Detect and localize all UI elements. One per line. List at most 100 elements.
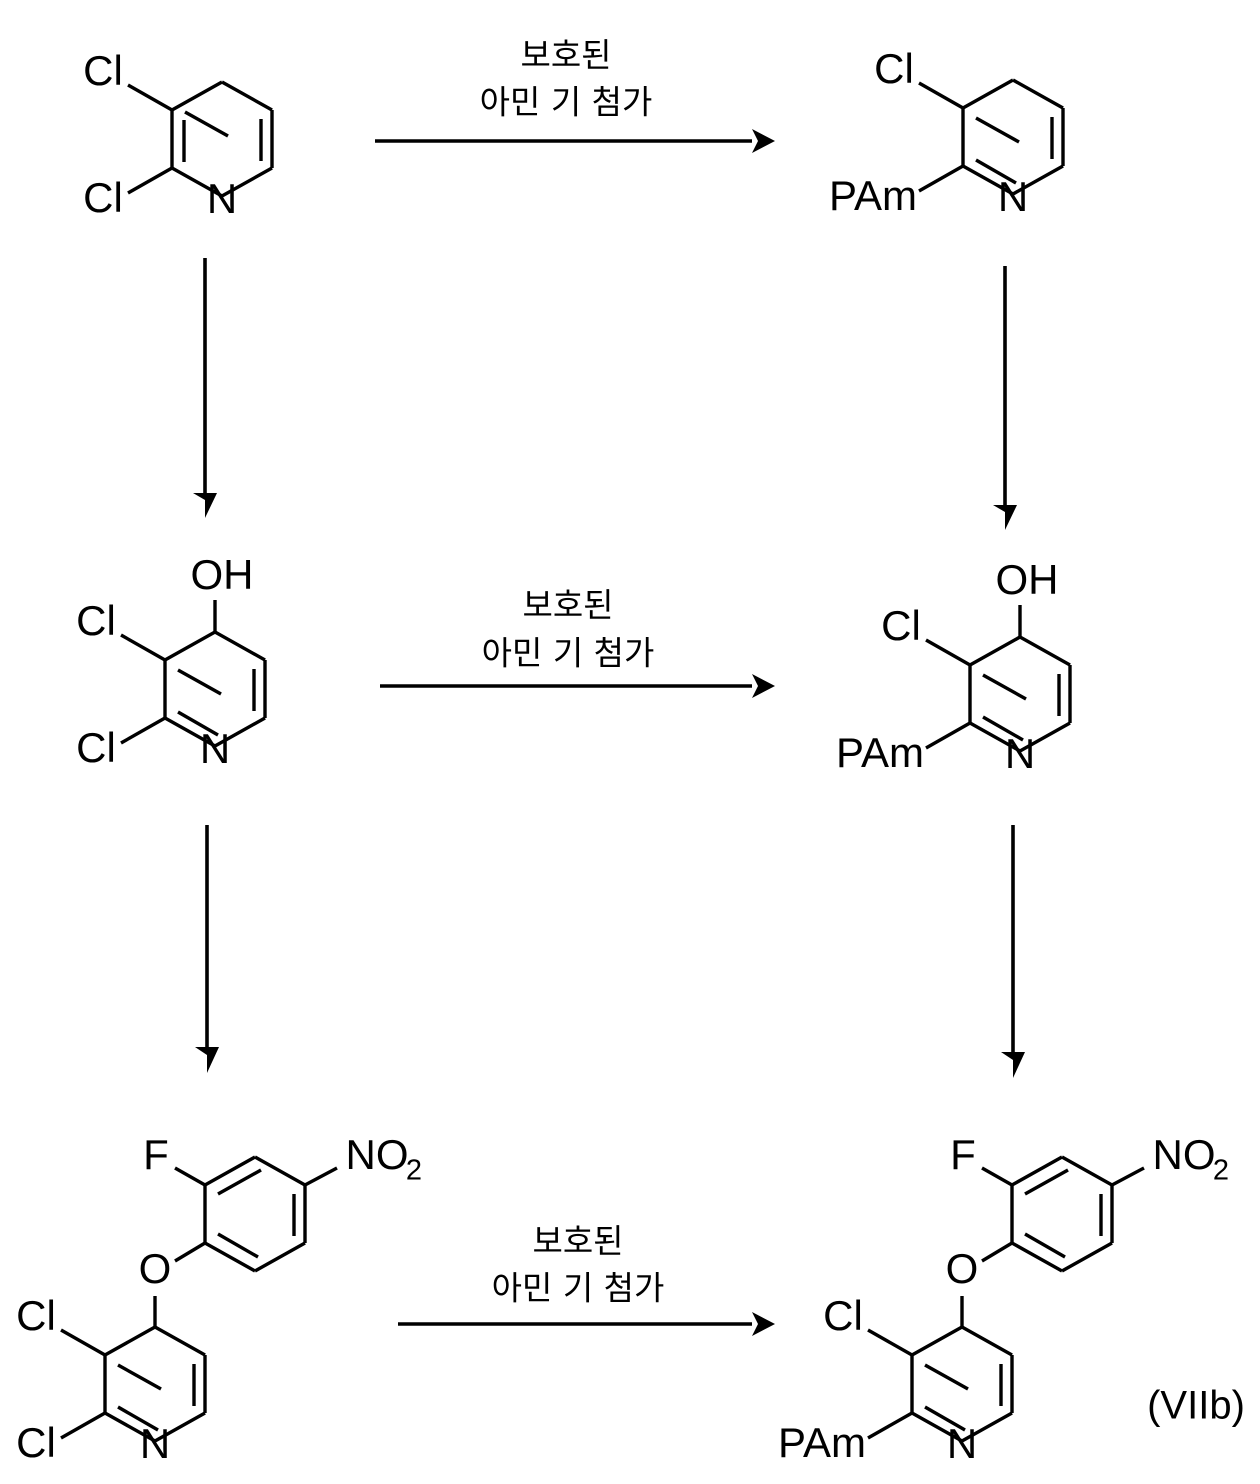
bond-c4-c3-inner [975, 116, 1020, 144]
bond-c4-c3-inner [117, 1363, 162, 1391]
atom-label-pam: PAm [829, 172, 917, 219]
bond-c4-c3 [104, 1325, 156, 1357]
bond-b6-b5 [254, 1241, 306, 1273]
bond-c2-n-inner [982, 715, 1024, 742]
bond-n-c6 [214, 716, 266, 748]
arrow-label-line2: 아민 기 첨가 [482, 634, 655, 673]
structure-middle-left: Cl Cl OH N [76, 551, 267, 772]
bond-c2-n-inner [117, 1405, 159, 1432]
atom-label-no2: NO [346, 1131, 409, 1178]
bond-c2-n [171, 166, 223, 198]
bond-b3-b2 [1011, 1155, 1063, 1187]
structure-bottom-left: F NO 2 O Cl Cl N [16, 1131, 422, 1467]
compound-tag-viib: (VIIb) [1147, 1384, 1245, 1428]
arrow-head [752, 674, 775, 698]
bond-b3-b2 [204, 1155, 256, 1187]
bond-n-c6 [1019, 721, 1071, 753]
bond-b2-f [981, 1166, 1013, 1187]
atom-label-cl-3: Cl [16, 1292, 56, 1339]
atom-label-no2-subscript: 2 [406, 1155, 422, 1187]
structure-bottom-right: F NO 2 O Cl PAm N [778, 1131, 1229, 1467]
bond-b4-b3 [1061, 1155, 1113, 1187]
bond-c4-c3 [164, 630, 216, 662]
atom-label-n: N [998, 173, 1028, 220]
bond-c3-cl [120, 633, 166, 662]
bond-b3-b2-inner [1024, 1168, 1069, 1196]
bond-c4-c3 [969, 635, 1021, 667]
bond-c5-c4 [1012, 78, 1064, 110]
bond-c2-n-inner [975, 158, 1017, 185]
atom-label-cl-3: Cl [881, 602, 921, 649]
atom-label-o-ether: O [139, 1245, 172, 1292]
atom-label-n: N [1005, 730, 1035, 777]
atom-label-cl-3: Cl [83, 47, 123, 94]
bond-c4-c3 [171, 80, 223, 112]
bond-c5-c4 [1019, 635, 1071, 667]
arrow-label-line2: 아민 기 첨가 [480, 83, 653, 122]
bond-b1-b6-inner [217, 1232, 259, 1259]
bond-c4-c3-inner [924, 1363, 969, 1391]
atom-label-cl-3: Cl [823, 1292, 863, 1339]
atom-label-cl-2: Cl [16, 1419, 56, 1466]
structure-middle-right: Cl PAm OH N [836, 556, 1072, 777]
atom-label-cl-3: Cl [874, 45, 914, 92]
bond-c3-cl [918, 81, 964, 110]
bond-c2-cl [127, 166, 173, 195]
arrow-left-vertical-upper [193, 258, 217, 518]
arrow-bottom-horizontal: 보호된 아민 기 첨가 [398, 1222, 775, 1336]
bond-c2-n-inner [177, 710, 219, 737]
bond-b1-b6-inner [1024, 1232, 1066, 1259]
bond-c2-pam [925, 721, 971, 750]
atom-label-cl-3: Cl [76, 597, 116, 644]
atom-label-n: N [140, 1420, 170, 1467]
bond-c2-n [962, 164, 1014, 196]
bond-c5-c4 [961, 1325, 1013, 1357]
atom-label-o-ether: O [946, 1245, 979, 1292]
bond-b1-o [981, 1241, 1013, 1263]
arrow-head [993, 505, 1017, 530]
atom-label-n: N [200, 725, 230, 772]
bond-c4-c3 [962, 78, 1014, 110]
atom-label-pam: PAm [778, 1419, 866, 1466]
bond-c2-n [104, 1411, 156, 1443]
bond-c2-pam [867, 1411, 913, 1440]
atom-label-n: N [947, 1420, 977, 1467]
bond-c4-c3 [911, 1325, 963, 1357]
bond-c5-c4 [214, 630, 266, 662]
bond-c2-n-inner [924, 1405, 966, 1432]
atom-label-oh: OH [996, 556, 1059, 603]
bond-b2-f [174, 1166, 206, 1187]
bond-c2-pam [918, 164, 964, 193]
bond-c3-cl [60, 1328, 106, 1357]
bond-b4-b3 [254, 1155, 306, 1187]
bond-b4-no2 [1111, 1166, 1145, 1187]
bond-c2-n [911, 1411, 963, 1443]
structure-top-right: Cl PAm N [829, 45, 1065, 220]
atom-label-f: F [143, 1131, 169, 1178]
bond-c5-c4 [154, 1325, 206, 1357]
atom-label-cl-2: Cl [83, 174, 123, 221]
structure-top-left: Cl Cl N [83, 47, 274, 222]
atom-label-n: N [207, 175, 237, 222]
bond-c3-cl [867, 1328, 913, 1357]
arrow-label-line2: 아민 기 첨가 [492, 1269, 665, 1308]
bond-b4-no2 [304, 1166, 338, 1187]
atom-label-oh: OH [191, 551, 254, 598]
bond-c2-n [164, 716, 216, 748]
arrow-head [752, 129, 775, 153]
bond-c2-cl [60, 1411, 106, 1440]
atom-label-no2: NO [1153, 1131, 1216, 1178]
arrow-right-vertical-lower [1001, 825, 1025, 1078]
atom-label-f: F [950, 1131, 976, 1178]
bond-c4-c3-inner [184, 110, 229, 138]
atom-label-cl-2: Cl [76, 724, 116, 771]
atom-label-no2-subscript: 2 [1213, 1155, 1229, 1187]
arrow-label-line1: 보호된 [520, 36, 611, 75]
arrow-middle-horizontal: 보호된 아민 기 첨가 [380, 586, 775, 698]
bond-c3-cl [127, 83, 173, 112]
bond-b3-b2-inner [217, 1168, 262, 1196]
arrow-head [752, 1312, 775, 1336]
arrow-top-horizontal: 보호된 아민 기 첨가 [375, 36, 775, 153]
arrow-head [195, 1047, 219, 1073]
